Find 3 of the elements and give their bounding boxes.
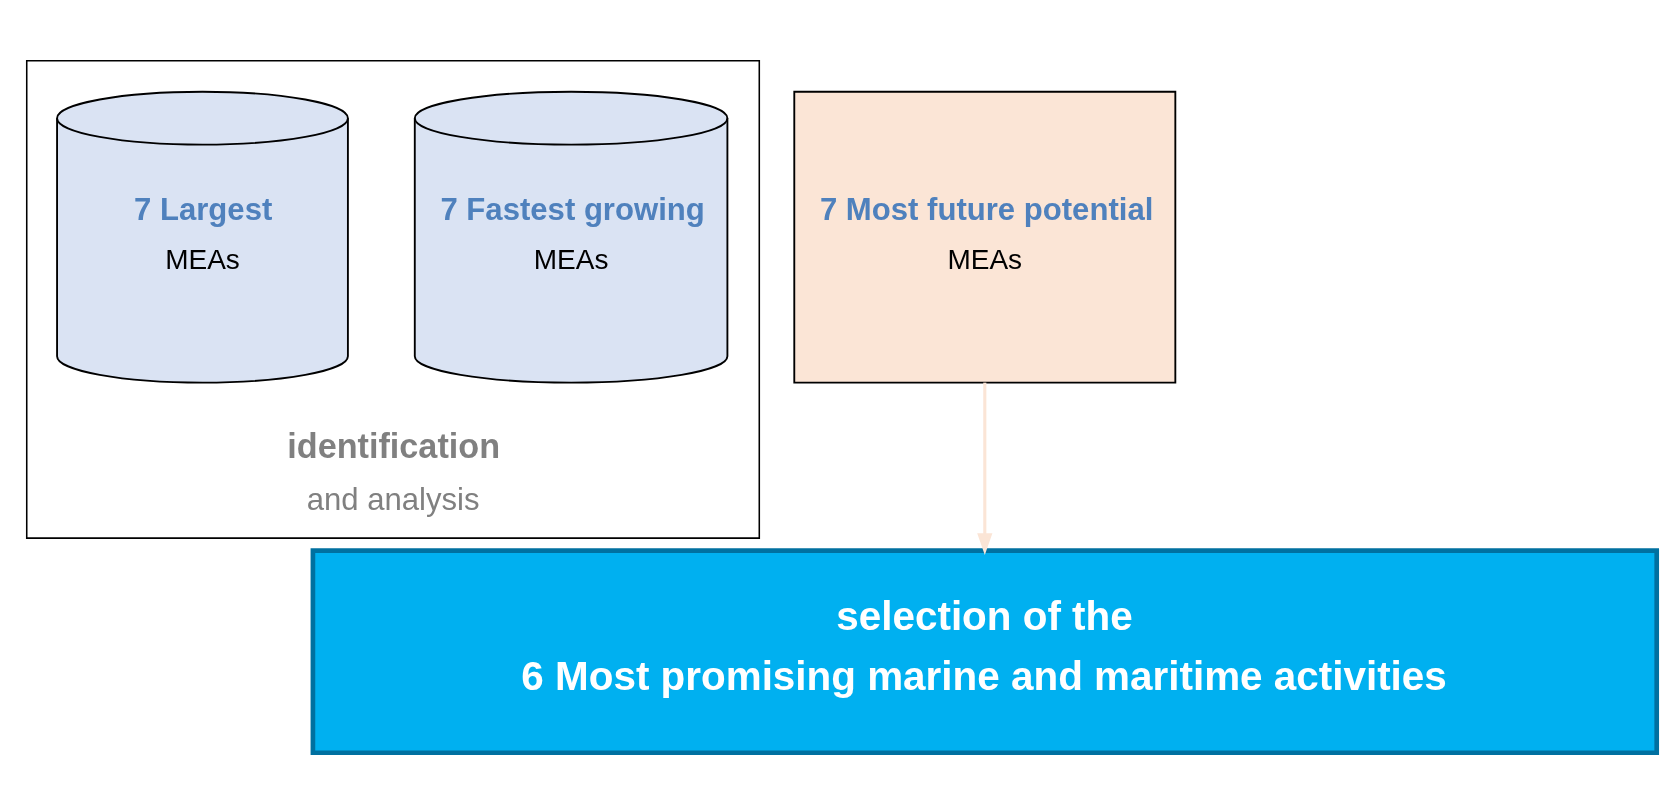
arrow xyxy=(977,382,993,556)
node-box: 7 Most future potential MEAs xyxy=(793,90,1177,384)
node-box: selection of the 6 Most promising marine and maritime activities xyxy=(310,548,1660,756)
